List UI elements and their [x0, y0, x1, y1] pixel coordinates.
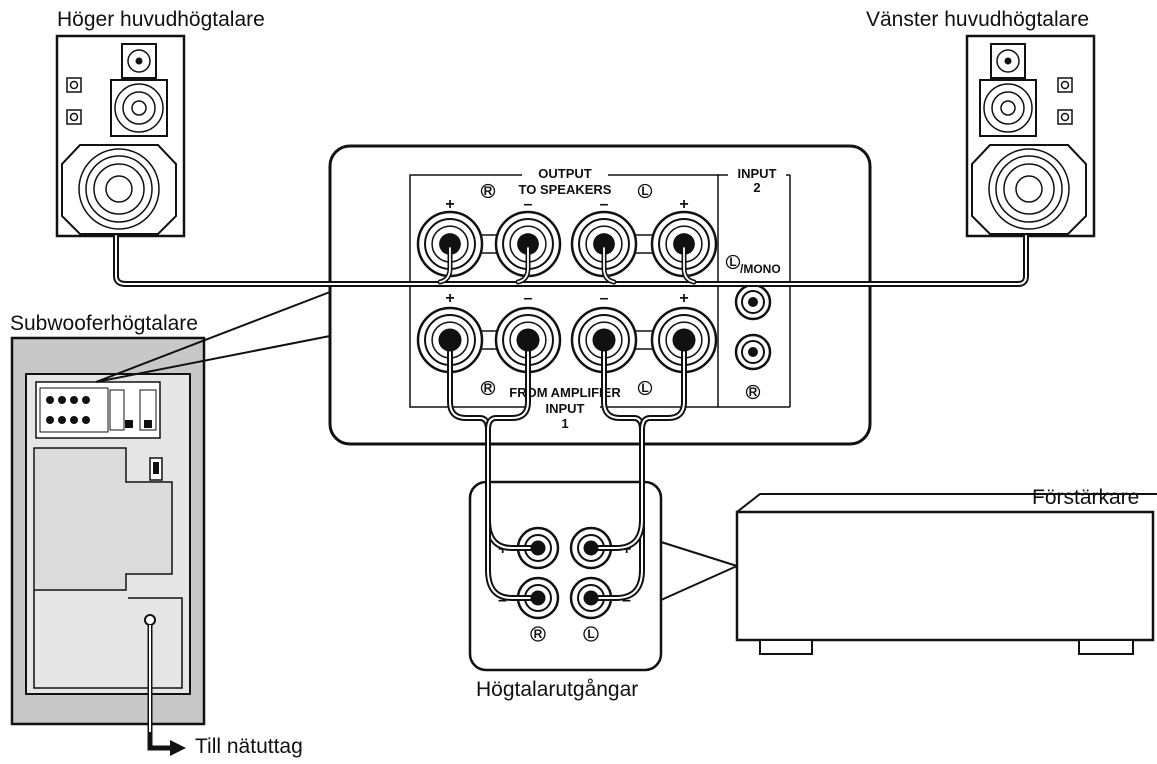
output-r-plus-sign: +	[445, 196, 454, 213]
left-main-speaker-label: Vänster huvudhögtalare	[866, 8, 1089, 31]
input2-rca-jacks	[734, 283, 772, 371]
subwoofer-zoom-callout	[95, 291, 331, 383]
input2-label: INPUT	[738, 166, 777, 181]
amp-terminal-center-1	[530, 540, 546, 556]
input2-mono-label: /MONO	[740, 262, 781, 276]
input1-post-center-3	[592, 328, 616, 352]
input1-number: 1	[561, 416, 568, 431]
subwoofer	[10, 336, 206, 732]
speaker-outputs-label: Högtalarutgångar	[476, 678, 639, 701]
amp-wire-core-2	[487, 339, 539, 599]
output-subtitle: TO SPEAKERS	[519, 182, 612, 197]
input1-r-plus-sign: +	[445, 290, 454, 307]
amp-terminal-center-3	[530, 590, 546, 606]
main-speaker-wires	[113, 233, 1029, 287]
amp-r-minus-sign: –	[498, 592, 507, 609]
input1-l-minus-sign: –	[600, 290, 609, 307]
output-l-minus-sign: –	[600, 196, 609, 213]
input2-number: 2	[753, 180, 760, 195]
amp-wire-core-4	[590, 339, 685, 549]
input1-left-mark: L	[641, 381, 648, 395]
input1-title: FROM AMPLIFIER	[509, 385, 621, 400]
amp-l-minus-sign: –	[622, 592, 631, 609]
input1-label: INPUT	[546, 401, 585, 416]
input2-right-mark: R	[749, 385, 758, 399]
input1-l-plus-sign: +	[679, 290, 688, 307]
right-main-speaker-label: Höger huvudhögtalare	[57, 8, 265, 31]
input1-post-center-2	[516, 328, 540, 352]
amp-left-mark: L	[587, 627, 594, 641]
input1-right-mark: R	[484, 381, 493, 395]
amp-right-mark: R	[534, 627, 543, 641]
amplifier-label: Förstärkare	[1032, 486, 1140, 509]
output-right-mark: R	[484, 184, 493, 198]
output-title: OUTPUT	[538, 166, 592, 181]
output-binding-post-3	[570, 210, 638, 278]
output-binding-post-4	[650, 210, 718, 278]
power-outlet-label: Till nätuttag	[195, 735, 303, 758]
amp-terminal-center-4	[583, 590, 599, 606]
subwoofer-label: Subwooferhögtalare	[10, 312, 198, 335]
input1-post-center-4	[672, 328, 696, 352]
left-main-speaker	[965, 34, 1096, 238]
outlet-arrow-icon	[147, 732, 186, 756]
amplifier	[735, 493, 1157, 655]
amp-output-callout	[468, 480, 738, 672]
input1-post-center-1	[438, 328, 462, 352]
input2-left-mark: L	[729, 255, 736, 269]
input1-r-minus-sign: –	[524, 290, 533, 307]
amplifier-wires	[438, 328, 696, 606]
output-left-mark: L	[641, 184, 648, 198]
output-binding-post-2	[494, 210, 562, 278]
output-binding-post-1	[416, 210, 484, 278]
right-main-speaker	[55, 34, 186, 238]
output-binding-posts	[416, 210, 718, 278]
amp-wire-core-1	[449, 339, 539, 549]
output-l-plus-sign: +	[679, 196, 688, 213]
amp-terminal-center-2	[583, 540, 599, 556]
amp-wire-core-3	[590, 339, 643, 599]
output-r-minus-sign: –	[524, 196, 533, 213]
